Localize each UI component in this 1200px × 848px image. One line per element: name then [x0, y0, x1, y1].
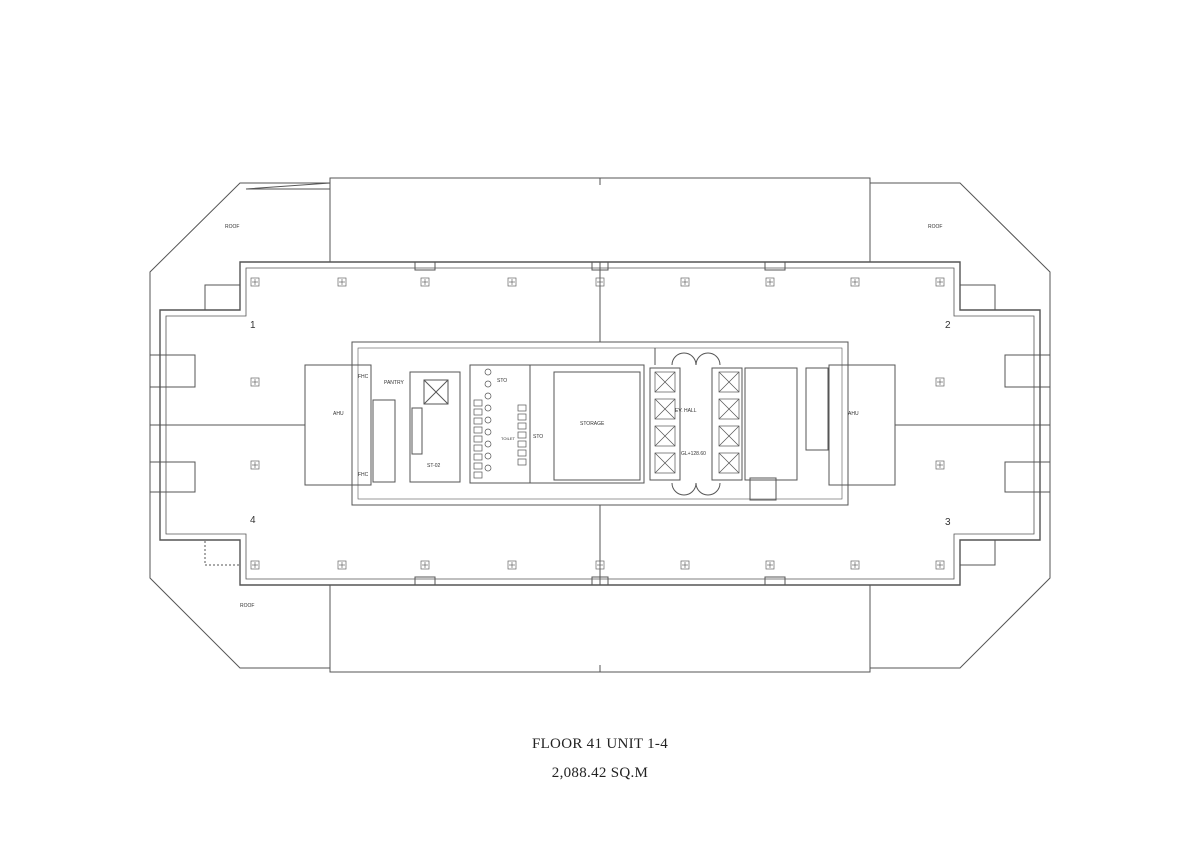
floor-area: 2,088.42 SQ.M	[551, 765, 649, 781]
column-marker	[935, 377, 945, 387]
toilet-cubicle	[473, 444, 483, 452]
lift-car	[718, 371, 740, 393]
column-marker	[420, 277, 430, 287]
core	[351, 341, 849, 506]
column-marker	[680, 277, 690, 287]
lift-car	[654, 398, 676, 420]
unit-label-3: 3	[945, 517, 951, 528]
toilet-cubicle	[473, 435, 483, 443]
toilet-cubicle	[473, 408, 483, 416]
column-marker	[935, 460, 945, 470]
toilet-cubicle	[473, 471, 483, 479]
lift-car	[718, 452, 740, 474]
floor-title: FLOOR 41 UNIT 1-4	[531, 736, 669, 752]
fhc-label-2: FHC	[358, 472, 369, 478]
roof-label-tl: ROOF	[225, 224, 239, 230]
column-marker	[680, 560, 690, 570]
column-marker	[250, 560, 260, 570]
column-marker	[595, 560, 605, 570]
toilet-fixture	[484, 416, 492, 424]
unit-label-1: 1	[250, 320, 256, 331]
toilet-cubicle	[517, 431, 527, 439]
column-marker	[337, 560, 347, 570]
toilet-cubicle	[473, 417, 483, 425]
column-marker	[765, 560, 775, 570]
storage-label: STORAGE	[580, 421, 605, 427]
toilet-fixture	[484, 380, 492, 388]
column-marker	[507, 560, 517, 570]
toilet-cubicle	[473, 453, 483, 461]
column-marker	[850, 277, 860, 287]
lift-car	[718, 425, 740, 447]
toilet-cubicle	[473, 462, 483, 470]
pantry-label: PANTRY	[384, 380, 404, 386]
toilet-fixture	[484, 392, 492, 400]
column-marker	[935, 560, 945, 570]
toilet-cubicle	[517, 413, 527, 421]
ahu-left	[304, 364, 372, 486]
lift-car	[654, 452, 676, 474]
unit-label-4: 4	[250, 515, 256, 526]
column-marker	[250, 460, 260, 470]
floor-plate	[159, 261, 1041, 586]
toilet-fixture	[484, 440, 492, 448]
toilet-cubicle	[517, 449, 527, 457]
roof-label-tr: ROOF	[928, 224, 942, 230]
level-label: GL+128.60	[681, 451, 706, 457]
toilet-label: TOILET	[501, 436, 515, 441]
unit-label-2: 2	[945, 320, 951, 331]
toilet-fixture	[484, 452, 492, 460]
column-marker	[850, 560, 860, 570]
toilet-cubicle	[517, 422, 527, 430]
column-marker	[935, 277, 945, 287]
toilet-fixture	[484, 464, 492, 472]
lift-car	[718, 398, 740, 420]
ahu-label-left: AHU	[333, 411, 344, 417]
roof-outline	[149, 177, 1051, 673]
toilet-cubicle	[517, 404, 527, 412]
toilet-fixture	[484, 368, 492, 376]
lift-car	[654, 425, 676, 447]
stair-label: ST-02	[427, 463, 441, 469]
ahu-right	[828, 364, 896, 486]
toilet-cubicle	[517, 440, 527, 448]
fhc-label: FHC	[358, 374, 369, 380]
column-marker	[250, 377, 260, 387]
sto-label-2: STO	[533, 434, 543, 440]
column-marker	[507, 277, 517, 287]
toilet-fixture	[484, 404, 492, 412]
toilet-fixture	[484, 428, 492, 436]
column-marker	[595, 277, 605, 287]
column-marker	[420, 560, 430, 570]
column-marker	[337, 277, 347, 287]
roof-label-bl: ROOF	[240, 603, 254, 609]
toilet-cubicle	[473, 426, 483, 434]
column-marker	[765, 277, 775, 287]
ahu-label-right: AHU	[848, 411, 859, 417]
lift-car	[654, 371, 676, 393]
toilet-cubicle	[517, 458, 527, 466]
toilet-cubicle	[473, 399, 483, 407]
ev-hall-label: EV. HALL	[675, 408, 697, 414]
column-marker	[250, 277, 260, 287]
sto-label: STO	[497, 378, 507, 384]
